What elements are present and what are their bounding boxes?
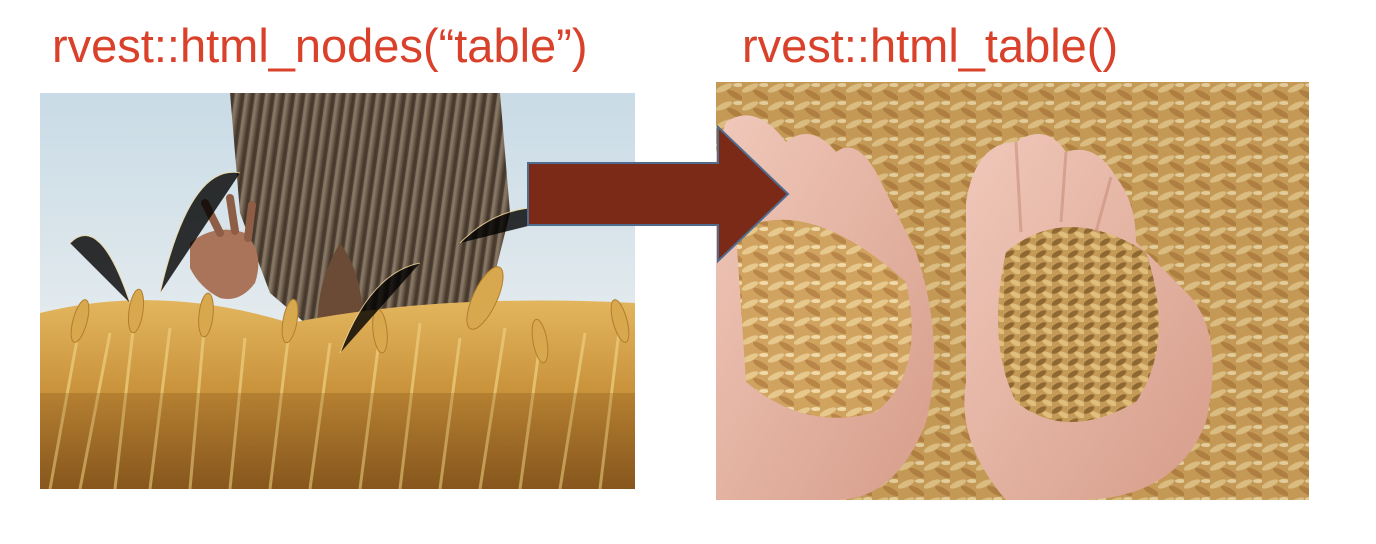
grain-in-hands-photo (716, 82, 1309, 500)
left-title: rvest::html_nodes(“table”) (52, 19, 588, 72)
right-title: rvest::html_table() (742, 19, 1119, 72)
wheat-field-photo (40, 93, 635, 489)
